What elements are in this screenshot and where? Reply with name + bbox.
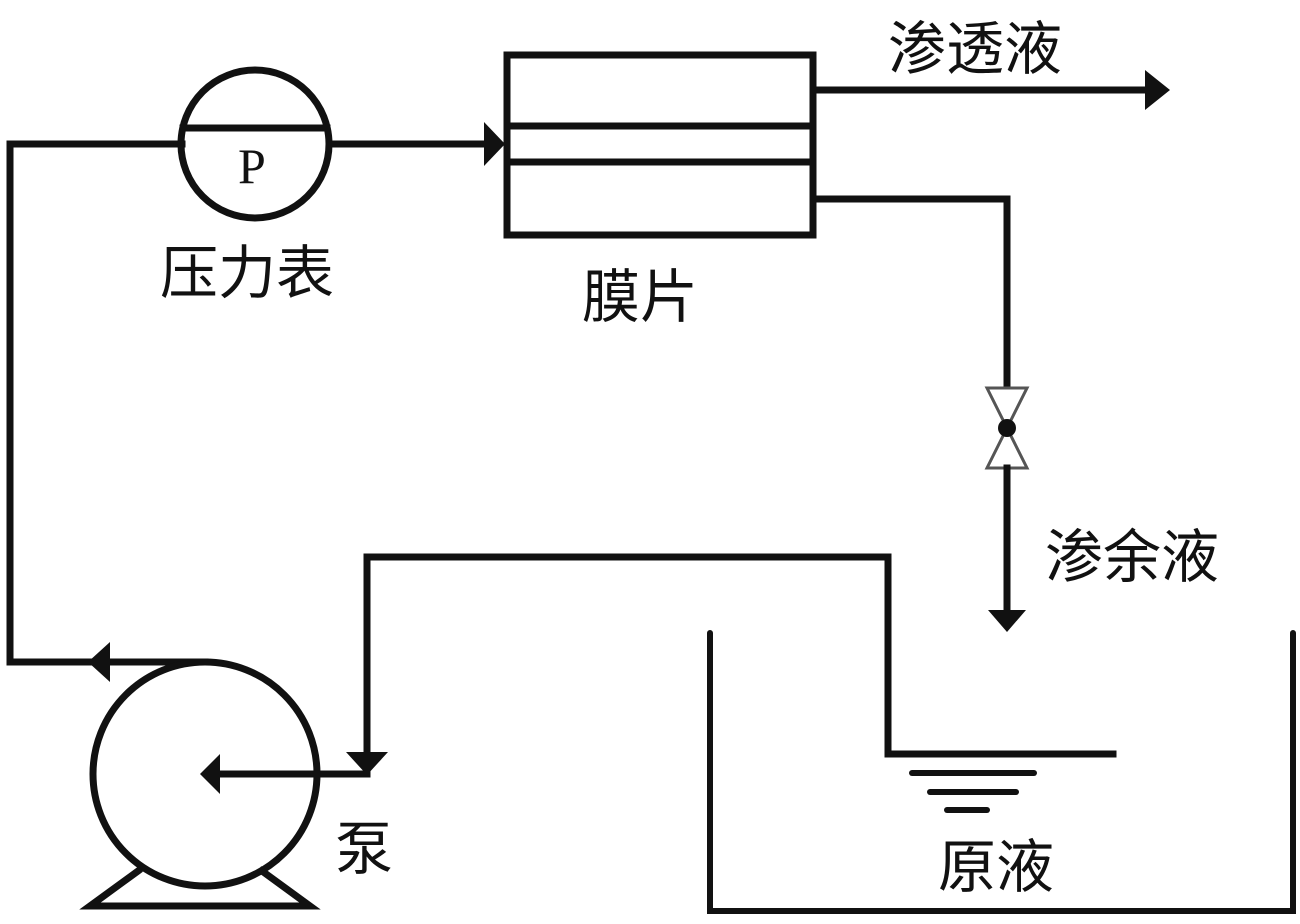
membrane-module — [503, 51, 817, 239]
retentate-line — [809, 195, 1011, 392]
membrane-inlet-arrow — [484, 122, 505, 166]
pressure-symbol: P — [238, 138, 266, 194]
retentate-label: 渗余液 — [1045, 523, 1220, 591]
pump-icon — [79, 658, 371, 910]
valve-icon — [984, 386, 1030, 470]
pump-outlet-arrow — [88, 642, 110, 682]
membrane-label: 膜片 — [582, 263, 699, 331]
permeate-label: 渗透液 — [888, 15, 1063, 83]
pressure-gauge-label: 压力表 — [160, 239, 335, 307]
liquid-level-icon — [909, 770, 1037, 813]
suction-arrow — [346, 752, 388, 775]
pump-label: 泵 — [335, 815, 394, 883]
feed-tank — [707, 630, 1296, 914]
retentate-arrow — [988, 610, 1026, 632]
feed-label: 原液 — [938, 833, 1055, 901]
pump-to-gauge-line — [6, 140, 209, 666]
permeate-arrow — [1145, 70, 1170, 110]
suction-line — [363, 553, 1117, 758]
